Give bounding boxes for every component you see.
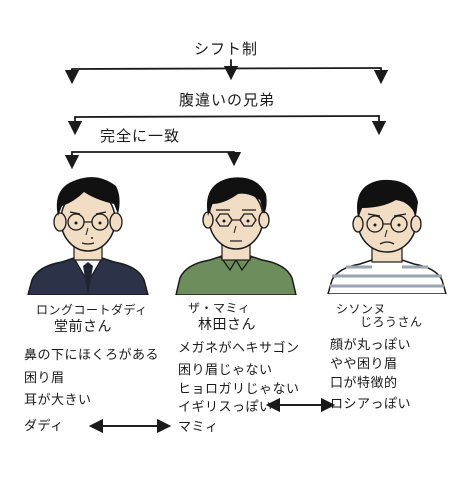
person-3-title: シソンヌ <box>336 302 387 316</box>
mid-bracket <box>67 115 387 136</box>
low-bracket <box>64 151 242 170</box>
person-2-trait-3: ヒョロガリじゃない <box>178 382 300 397</box>
person-2-relation: マミィ <box>178 420 219 435</box>
label-shift-system: シフト制 <box>194 40 259 58</box>
person-3-trait-3: 口が特徴的 <box>330 376 398 391</box>
person-3-trait-4: ロシアっぽい <box>330 397 412 412</box>
label-half-brothers: 腹違いの兄弟 <box>179 91 276 109</box>
label-perfect-match: 完全に一致 <box>100 127 181 145</box>
person-1-trait-1: 鼻の下にほくろがある <box>24 348 160 363</box>
person-1-name: 堂前さん <box>54 319 112 335</box>
portrait-dozen <box>27 177 149 295</box>
person-2-trait-4: イギリスっぽい <box>178 400 273 415</box>
person-3-name: じろうさん <box>360 315 423 329</box>
person-1-relation: ダディ <box>24 419 64 434</box>
person-2-title: ザ・マミィ <box>188 301 251 315</box>
person-2-trait-2: 困り眉じゃない <box>178 363 273 378</box>
person-3-trait-2: やや困り眉 <box>330 357 398 372</box>
person-1-trait-2: 困り眉 <box>24 371 65 386</box>
person-1-trait-3: 耳が大きい <box>24 393 92 408</box>
person-3-trait-1: 顔が丸っぽい <box>330 338 412 353</box>
person-2-name: 林田さん <box>198 317 256 333</box>
person-2-trait-1: メガネがヘキサゴン <box>178 341 300 356</box>
portrait-hayashida <box>175 177 297 295</box>
top-bracket <box>64 59 389 85</box>
person-1-title: ロングコートダディ <box>36 303 148 317</box>
portrait-jiro <box>327 179 447 294</box>
